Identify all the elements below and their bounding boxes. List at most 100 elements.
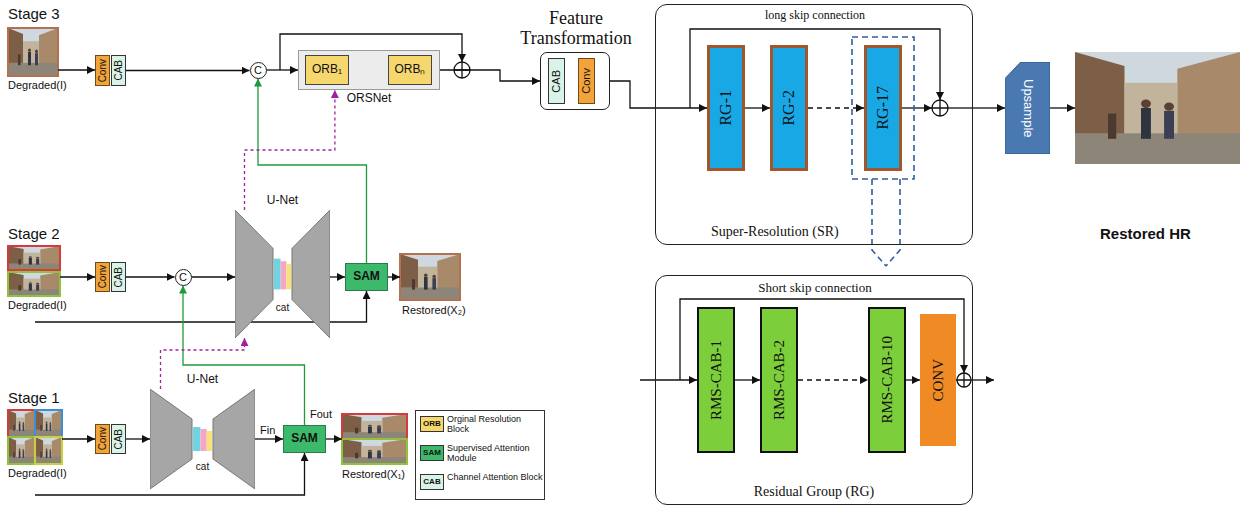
restored-image: [342, 439, 407, 464]
node-label: CAB: [550, 70, 562, 93]
sum-symbol: [932, 100, 948, 116]
image-border: [8, 272, 60, 296]
conv-block: Conv: [95, 424, 110, 454]
residual-group-box: Residual Group (RG)RMS-CAB-1RMS-CAB-2RMS…: [655, 275, 973, 505]
output-wire: [971, 379, 994, 380]
degraded-image: [8, 28, 58, 76]
caption-label: Degraded(I): [8, 299, 67, 311]
node-label: ORSNet: [299, 92, 439, 105]
caption-label: long skip connection: [725, 9, 905, 22]
image-border: [35, 410, 62, 437]
connector: [440, 70, 540, 81]
restored-image: [342, 414, 407, 439]
unet-shape: [150, 389, 255, 489]
restored-image: [400, 254, 460, 300]
caption-label: Degraded(I): [8, 79, 67, 91]
legend-abbreviation: CAB: [420, 474, 444, 490]
unet-block: U-Netcat: [150, 389, 255, 489]
connector: [808, 107, 864, 108]
node-label: Conv: [580, 68, 592, 94]
node-label: Conv: [97, 59, 108, 82]
feature-cube: [207, 431, 212, 451]
upsample-outline: [1005, 62, 1050, 154]
caption-label: Restored(X₁): [342, 468, 405, 480]
node-label: CAB: [113, 267, 124, 288]
node-label: cat: [235, 302, 330, 313]
concat-circle: C: [175, 269, 192, 286]
channel-attention-block: CAB: [111, 424, 126, 454]
unet-decoder: [213, 389, 255, 489]
node-label: Feature Transformation: [496, 9, 656, 49]
input-wire: [640, 379, 697, 380]
residual-group-block: RG-2: [770, 45, 808, 171]
callout-frame: [852, 37, 914, 179]
image-border: [8, 28, 58, 76]
legend-text: Orginal Resolution Block: [447, 414, 545, 435]
connector: [126, 70, 250, 71]
feature-cube: [200, 429, 206, 451]
node-label: C: [254, 64, 262, 76]
connector: [735, 379, 760, 380]
degraded-image: [8, 272, 60, 296]
node-label: U-Net: [215, 194, 350, 207]
node-label: Upsample: [1020, 79, 1034, 138]
degraded-image: [35, 410, 62, 437]
feature-cube: [193, 427, 200, 451]
feature-cube: [286, 264, 291, 290]
sum-symbol: [957, 373, 971, 387]
unet-encoder: [235, 210, 273, 338]
image-border: [8, 410, 35, 437]
degraded-image: [8, 437, 35, 464]
conv-layer: CONV: [920, 314, 956, 446]
wire: [948, 107, 973, 108]
output-wire: [1050, 107, 1075, 108]
node-label: CAB: [113, 60, 124, 81]
legend-text: Channel Attention Block: [447, 472, 545, 482]
channel-attention-block: CAB: [111, 55, 126, 86]
node-label: Conv: [97, 427, 108, 450]
connector: [255, 438, 283, 439]
caption-label: Stage 1: [8, 390, 60, 407]
unet-shape: [235, 210, 330, 338]
node-label: RG-17: [874, 86, 892, 130]
image-border: [8, 246, 60, 270]
caption-label: Fout: [310, 408, 332, 420]
legend-abbreviation: SAM: [420, 445, 444, 461]
input-wire: [58, 69, 95, 70]
input-wire: [62, 438, 95, 439]
feature-cube: [281, 261, 287, 289]
unet-block: U-Netcat: [235, 210, 330, 338]
node-label: Residual Group (RG): [656, 484, 972, 499]
caption-label: Degraded(I): [8, 467, 67, 479]
connector: [126, 276, 175, 277]
connector: [126, 438, 150, 439]
image-border: [342, 439, 407, 464]
residual-group-block: RG-1: [707, 45, 745, 171]
conv-block: Conv: [578, 58, 595, 104]
output-wire: [326, 438, 342, 439]
degraded-image: [8, 246, 60, 270]
super-resolution-box: Super-Resolution (SR) RG-1 RG-2 RG-17: [655, 4, 973, 245]
concat-circle: C: [250, 62, 267, 79]
channel-attention-block: CAB: [111, 262, 126, 292]
image-border: [8, 437, 35, 464]
node-label: RMS-CAB-1: [708, 340, 725, 420]
caption-label: Short skip connection: [725, 281, 905, 295]
node-label: RMS-CAB-2: [771, 340, 788, 420]
node-label: Conv: [97, 265, 108, 288]
node-label: RG-1: [717, 90, 735, 126]
rms-cab-block: RMS-CAB-2: [760, 307, 798, 453]
rms-cab-block: RMS-CAB-1: [697, 307, 735, 453]
caption-label: Fin: [260, 424, 275, 436]
conv-block: Conv: [95, 262, 110, 292]
caption-label: Restored HR: [1100, 226, 1191, 243]
orb-block: ORBₙ: [388, 55, 432, 85]
supervised-attention-module: SAM: [283, 425, 326, 453]
wire: [902, 107, 932, 108]
node-label: Super-Resolution (SR): [711, 224, 839, 239]
feature-transformation-box: Feature TransformationCABConv: [540, 52, 610, 110]
channel-attention-block: CAB: [548, 58, 565, 104]
upsample-block: Upsample: [1005, 62, 1050, 154]
image-border: [35, 437, 62, 464]
node-label: U-Net: [130, 373, 275, 386]
